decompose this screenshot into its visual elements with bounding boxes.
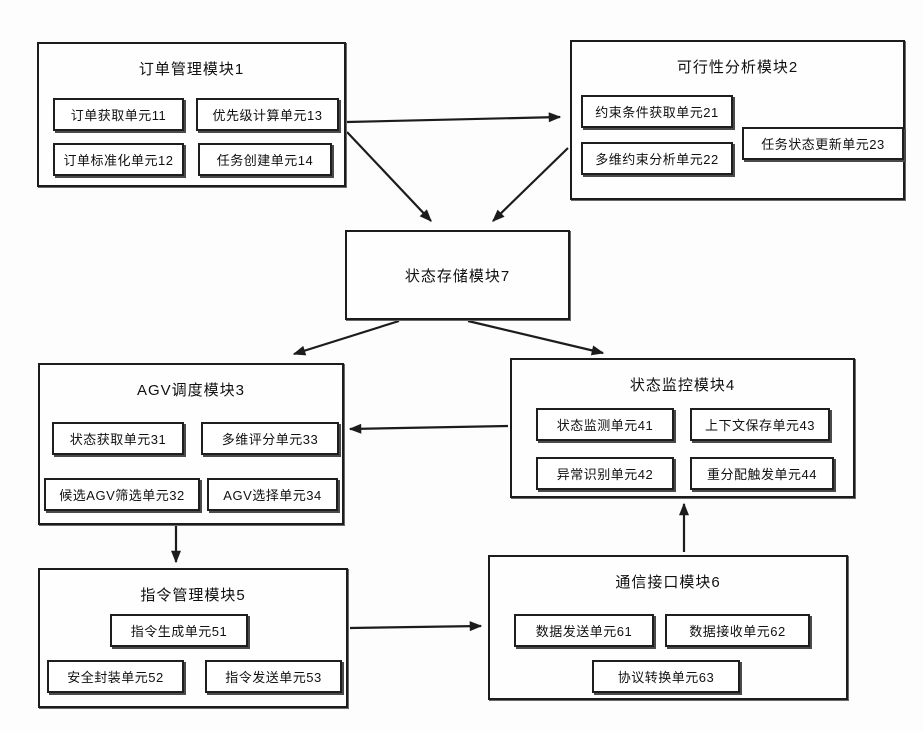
module-feasibility-analysis: 可行性分析模块2 约束条件获取单元21 任务状态更新单元23 多维约束分析单元2…: [570, 40, 905, 200]
module-agv-scheduling-title: AGV调度模块3: [136, 382, 246, 399]
unit-command-generation-51: 指令生成单元51: [110, 614, 248, 647]
module-communication-interface-title: 通信接口模块6: [615, 574, 721, 591]
unit-order-acquisition-11: 订单获取单元11: [53, 98, 184, 131]
unit-order-standardization-12: 订单标准化单元12: [53, 143, 184, 176]
module-state-storage-title: 状态存储模块7: [404, 267, 511, 285]
unit-state-acquisition-31: 状态获取单元31: [52, 422, 184, 455]
module-agv-scheduling: AGV调度模块3 状态获取单元31 多维评分单元33 候选AGV筛选单元32 A…: [38, 363, 344, 525]
unit-safety-encapsulation-52: 安全封装单元52: [47, 660, 184, 693]
unit-protocol-conversion-63: 协议转换单元63: [592, 660, 740, 693]
module-command-management-title: 指令管理模块5: [140, 587, 246, 604]
arrow-order-to-storage: [346, 131, 432, 222]
unit-agv-selection-34: AGV选择单元34: [207, 478, 338, 511]
unit-multidim-constraint-analysis-22: 多维约束分析单元22: [581, 142, 733, 175]
unit-data-sending-61: 数据发送单元61: [514, 614, 654, 647]
arrow-storage-to-agv: [292, 319, 400, 356]
unit-task-creation-14: 任务创建单元14: [198, 143, 332, 176]
arrow-storage-to-monitor: [467, 319, 605, 356]
module-communication-interface: 通信接口模块6 数据发送单元61 数据接收单元62 协议转换单元63: [488, 555, 848, 700]
module-state-monitoring-title: 状态监控模块4: [629, 377, 736, 394]
module-feasibility-analysis-title: 可行性分析模块2: [676, 59, 799, 76]
module-order-management: 订单管理模块1 订单获取单元11 优先级计算单元13 订单标准化单元12 任务创…: [37, 42, 346, 187]
unit-priority-calculation-13: 优先级计算单元13: [196, 98, 339, 131]
unit-anomaly-identification-42: 异常识别单元42: [536, 457, 674, 490]
unit-task-status-update-23: 任务状态更新单元23: [742, 127, 904, 160]
unit-data-receiving-62: 数据接收单元62: [665, 614, 810, 647]
arrow-monitor-to-agv: [348, 423, 509, 434]
unit-constraint-acquisition-21: 约束条件获取单元21: [581, 95, 733, 128]
arrow-order-to-feasibility: [346, 112, 562, 124]
unit-state-monitoring-41: 状态监测单元41: [536, 408, 674, 441]
module-state-storage: 状态存储模块7: [345, 230, 570, 320]
unit-context-saving-43: 上下文保存单元43: [690, 408, 830, 441]
unit-command-sending-53: 指令发送单元53: [205, 660, 342, 693]
module-order-management-title: 订单管理模块1: [138, 61, 245, 78]
arrow-command-to-comm: [349, 621, 483, 632]
arrow-feasibility-to-storage: [492, 147, 569, 222]
unit-reallocation-trigger-44: 重分配触发单元44: [690, 457, 834, 490]
unit-candidate-agv-filtering-32: 候选AGV筛选单元32: [44, 478, 200, 511]
module-state-monitoring: 状态监控模块4 状态监测单元41 上下文保存单元43 异常识别单元42 重分配触…: [510, 358, 855, 498]
module-command-management: 指令管理模块5 指令生成单元51 安全封装单元52 指令发送单元53: [38, 568, 348, 708]
unit-multidim-scoring-33: 多维评分单元33: [201, 422, 339, 455]
